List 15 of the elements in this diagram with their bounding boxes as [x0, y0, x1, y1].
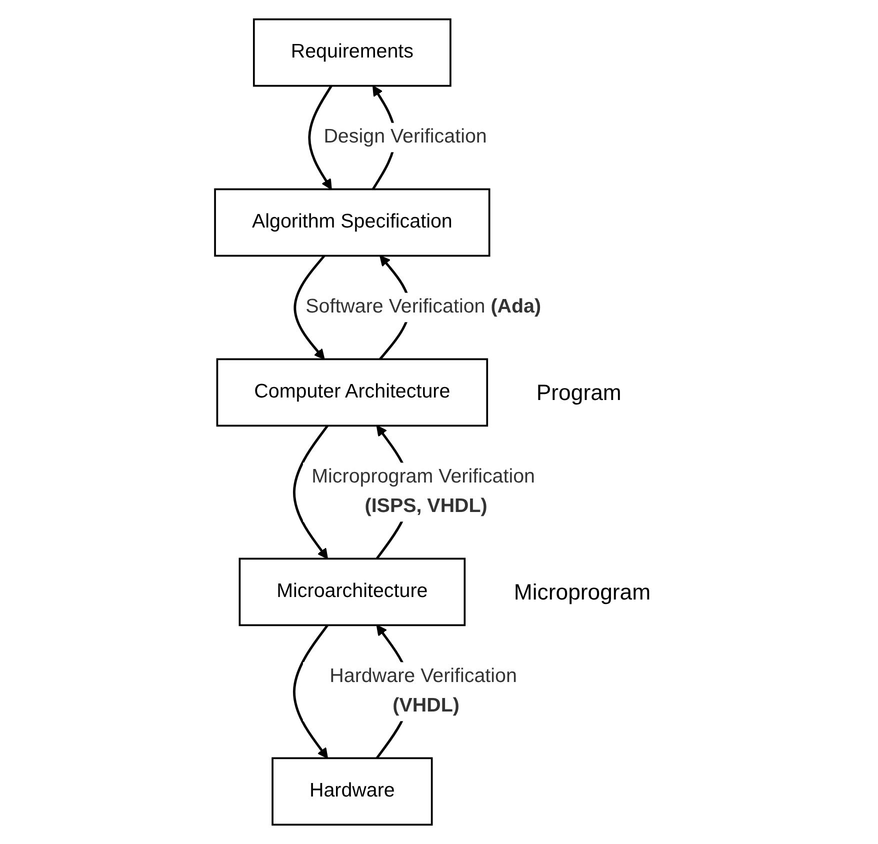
side-label: Microprogram	[514, 579, 651, 604]
node-box: Algorithm Specification	[214, 188, 490, 257]
node-box: Computer Architecture	[216, 358, 488, 427]
node-box: Hardware	[272, 757, 433, 826]
arrow	[292, 624, 329, 759]
arrow	[292, 424, 329, 560]
node-box: Microarchitecture	[238, 558, 466, 626]
edge-label: Software Verification (Ada)	[306, 296, 542, 318]
edge-label: Microprogram Verification (ISPS, VHDL)	[312, 466, 536, 517]
arrow	[308, 85, 332, 190]
arrow	[294, 254, 326, 360]
edge-label: Hardware Verification (VHDL)	[330, 666, 517, 716]
edge-label: Design Verification	[324, 126, 487, 148]
node-box: Requirements	[252, 18, 452, 87]
side-label: Program	[536, 380, 622, 405]
